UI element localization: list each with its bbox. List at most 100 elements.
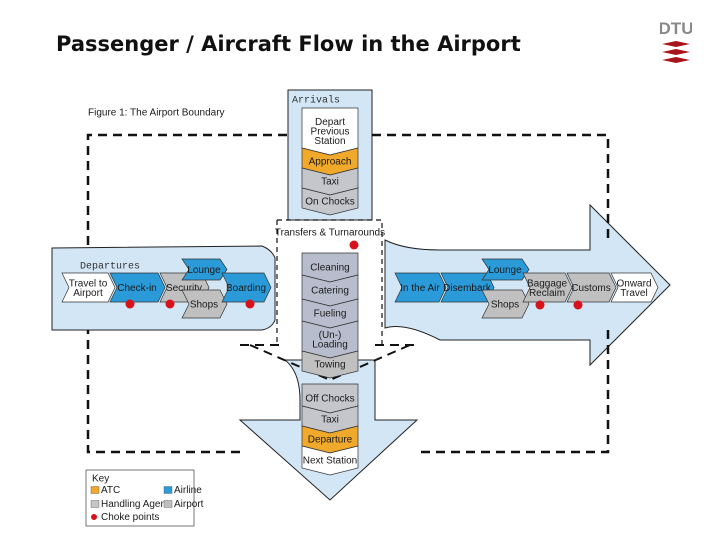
departure-step-5 xyxy=(221,272,272,303)
departure-step-0-label-line: Travel to xyxy=(69,278,108,289)
arrivals-label: Arrivals xyxy=(292,95,340,107)
departure-step-0-label-line: Airport xyxy=(73,288,103,299)
choke-point-marker xyxy=(125,299,135,309)
key-swatch xyxy=(163,500,173,508)
arrival-step-0-label-line: Previous xyxy=(311,127,350,138)
arrival-step-2-label-line: Taxi xyxy=(321,177,339,188)
transfer-step-2-label: Fueling xyxy=(314,309,347,320)
arrival-flow-step-5-label: Customs xyxy=(571,283,610,294)
key-item-label: ATC xyxy=(101,485,120,496)
key-item-label-line: Airline xyxy=(174,485,202,496)
logo-text: DTU xyxy=(660,19,692,38)
departure-step-4-label-line: Shops xyxy=(190,300,218,311)
arrival-flow-step-4 xyxy=(522,272,573,303)
transfer-step-3-label-line: Loading xyxy=(312,339,348,350)
choke-point-marker xyxy=(165,299,175,309)
arrival-step-0-label-line: Station xyxy=(314,136,345,147)
page-title: Passenger / Aircraft Flow in the Airport xyxy=(56,32,521,56)
choke-point-marker xyxy=(349,240,359,250)
key-swatch xyxy=(90,500,100,508)
departure-step-0 xyxy=(61,272,116,303)
departure-step-4 xyxy=(181,289,228,319)
turnaround-funnel xyxy=(240,344,420,382)
arrival-step-3-label-line: On Chocks xyxy=(305,197,354,208)
arrival-flow-step-0-label: In the Air xyxy=(400,283,440,294)
departure-step-2-label: Security xyxy=(166,283,202,294)
key-item-label: Airline xyxy=(174,485,202,496)
departure-flow-step-2-label: Departure xyxy=(308,435,353,446)
key-choke-point-icon xyxy=(91,514,97,520)
transfers-label: Transfers & Turnarounds xyxy=(275,228,385,239)
departure-flow-step-3-label: Next Station xyxy=(303,456,357,467)
departure-step-3-label: Lounge xyxy=(187,265,221,276)
arrival-flow-step-2 xyxy=(481,258,530,281)
departure-step-2-label-line: Security xyxy=(166,283,202,294)
arrival-step-3 xyxy=(301,187,359,216)
arrival-flow-step-6-label-line: Onward xyxy=(616,278,651,289)
logo-bars-icon xyxy=(662,41,690,63)
arrival-flow-step-2-label: Lounge xyxy=(488,265,522,276)
arrival-flow-step-2-label-line: Lounge xyxy=(488,265,522,276)
figure-caption-line: Figure 1: The Airport Boundary xyxy=(88,108,225,119)
departure-step-1-label-line: Check-in xyxy=(117,283,156,294)
key-item-label-line: Choke points xyxy=(101,512,159,523)
departure-step-4-label: Shops xyxy=(190,300,218,311)
transfer-step-4-label-line: Towing xyxy=(314,360,345,371)
transfer-step-1-label: Catering xyxy=(311,286,349,297)
arrival-step-3-label: On Chocks xyxy=(305,197,354,208)
key-item-label-line: ATC xyxy=(101,485,120,496)
departure-flow-step-1-label-line: Taxi xyxy=(321,415,339,426)
arrival-flow-step-4-label-line: Reclaim xyxy=(529,288,565,299)
arrival-flow-step-0-label-line: In the Air xyxy=(400,283,440,294)
transfer-step-0-label: Cleaning xyxy=(310,263,349,274)
key-title-line: Key xyxy=(92,474,109,485)
departure-step-5-label: Boarding xyxy=(226,283,266,294)
key-item-label: Handling Agent xyxy=(101,499,169,510)
departure-flow-step-2-label-line: Departure xyxy=(308,435,353,446)
departure-step-1-label: Check-in xyxy=(117,283,156,294)
arrival-step-2-label: Taxi xyxy=(321,177,339,188)
arrival-flow-step-3 xyxy=(481,289,530,319)
departure-flow-step-3 xyxy=(301,445,359,476)
arrival-flow-step-6 xyxy=(610,272,659,303)
departure-step-3-label-line: Lounge xyxy=(187,265,221,276)
arrival-flow-step-6-label-line: Travel xyxy=(620,288,647,299)
arrival-flow-step-3-label: Shops xyxy=(491,300,519,311)
arrival-flow-arrow xyxy=(384,203,671,367)
transfer-step-1-label-line: Catering xyxy=(311,286,349,297)
key-swatch xyxy=(90,486,100,494)
dtu-logo: DTU xyxy=(660,19,692,63)
arrival-step-0-label-line: Depart xyxy=(315,117,345,128)
arrival-step-1-label: Approach xyxy=(309,157,352,168)
transfer-step-0-label-line: Cleaning xyxy=(310,263,349,274)
departures-label-line: Departures xyxy=(80,262,140,273)
departure-step-1 xyxy=(109,272,166,303)
departure-step-5-label-line: Boarding xyxy=(226,283,266,294)
departure-flow-step-0-label-line: Off Chocks xyxy=(305,394,354,405)
arrival-flow-step-5-label-line: Customs xyxy=(571,283,610,294)
key-item-label-line: Handling Agent xyxy=(101,499,169,510)
transfers-boundary xyxy=(276,219,383,345)
key-title: Key xyxy=(92,474,109,485)
transfer-step-2-label-line: Fueling xyxy=(314,309,347,320)
departures-label: Departures xyxy=(80,262,140,273)
choke-point-marker xyxy=(245,299,255,309)
airport-boundary xyxy=(86,133,610,454)
departure-flow-step-0-label: Off Chocks xyxy=(305,394,354,405)
transfer-step-3-label: (Un-)Loading xyxy=(312,330,348,351)
arrival-flow-step-1-label-line: Disembark xyxy=(443,283,492,294)
key-swatch xyxy=(163,486,173,494)
arrival-flow-step-0 xyxy=(394,272,447,303)
transfer-step-4-label: Towing xyxy=(314,360,345,371)
transfers-label-line: Transfers & Turnarounds xyxy=(275,228,385,239)
transfer-step-4 xyxy=(301,350,359,379)
key-item-label-line: Airport xyxy=(174,499,204,510)
choke-point-marker xyxy=(535,300,545,310)
arrival-flow-step-5 xyxy=(566,272,617,303)
transfer-step-3-label-line: (Un-) xyxy=(319,330,342,341)
choke-point-marker xyxy=(573,300,583,310)
